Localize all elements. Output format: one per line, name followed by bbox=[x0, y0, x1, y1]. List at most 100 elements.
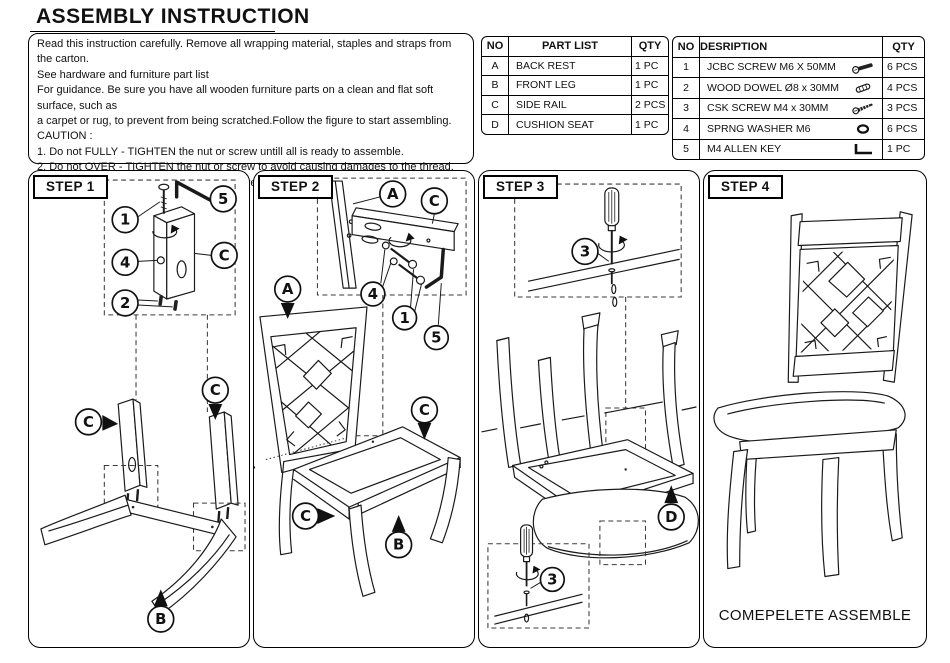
step2-panel: STEP 2 bbox=[253, 170, 475, 648]
washer-glyph bbox=[156, 256, 165, 265]
side-rail-inset bbox=[351, 207, 459, 252]
hardware-name: CSK SCREW M4 x 30MM bbox=[707, 102, 829, 115]
washer-icon bbox=[856, 124, 870, 134]
bolt-glyph bbox=[158, 183, 170, 214]
svg-text:2: 2 bbox=[120, 294, 130, 312]
cushion-seat bbox=[532, 488, 699, 559]
callout-rail-inset: C bbox=[420, 187, 449, 215]
hardware-header: NO DESRIPTION QTY bbox=[673, 37, 924, 57]
svg-text:C: C bbox=[419, 401, 430, 419]
dowel-glyphs bbox=[158, 295, 178, 311]
detail-inset-box bbox=[514, 183, 682, 298]
rail-inset-lines bbox=[527, 248, 680, 308]
callout-screw: 1 bbox=[111, 205, 139, 234]
instruction-box: Read this instruction carefully. Remove … bbox=[28, 33, 474, 189]
seat-frame-underside bbox=[512, 439, 694, 522]
rail-inset-lines-bottom bbox=[494, 593, 583, 625]
instruction-line: a carpet or rug, to prevent from being s… bbox=[37, 115, 452, 128]
col-no: NO bbox=[677, 40, 695, 53]
col-qty: QTY bbox=[631, 37, 668, 56]
table-row: 5 M4 ALLEN KEY 1 PC bbox=[673, 138, 924, 159]
callout-backrest-inset: A bbox=[379, 180, 407, 208]
detail-inset-box bbox=[316, 177, 467, 296]
callout-allen-key: 5 bbox=[423, 324, 450, 351]
step3-panel: STEP 3 3 bbox=[478, 170, 700, 648]
callout-cushion: D bbox=[657, 503, 685, 531]
callout-dowel: 2 bbox=[111, 289, 139, 317]
table-row: 3 CSK SCREW M4 x 30MM 3 PCS bbox=[673, 97, 924, 118]
instruction-line: See hardware and furniture part list bbox=[37, 68, 209, 81]
step4-label: STEP 4 bbox=[708, 175, 783, 199]
svg-text:B: B bbox=[155, 610, 166, 628]
caution-line: 1. Do not FULLY - TIGHTEN the nut or scr… bbox=[37, 145, 404, 158]
screwdriver-glyph-bottom bbox=[515, 524, 541, 607]
callout-backrest: A bbox=[273, 275, 302, 303]
svg-text:C: C bbox=[429, 192, 440, 210]
svg-text:5: 5 bbox=[218, 190, 228, 208]
step3-diagram: 3 bbox=[481, 183, 699, 629]
front-leg-part bbox=[40, 494, 237, 615]
side-rail-left bbox=[117, 398, 148, 506]
col-qty: QTY bbox=[882, 37, 924, 57]
svg-text:C: C bbox=[300, 507, 311, 525]
table-row: 1 JCBC SCREW M6 X 50MM 6 PCS bbox=[673, 56, 924, 77]
callout-washer: 4 bbox=[111, 248, 139, 277]
callout-rail-right: C bbox=[201, 376, 230, 404]
svg-text:B: B bbox=[393, 536, 404, 554]
screw-glyph bbox=[608, 268, 616, 285]
callout-washer: 4 bbox=[360, 281, 386, 307]
callout-rail-left: C bbox=[74, 408, 103, 436]
svg-text:D: D bbox=[665, 508, 677, 526]
table-row: A BACK REST 1 PC bbox=[482, 55, 668, 76]
svg-text:C: C bbox=[210, 381, 221, 399]
table-row: 2 WOOD DOWEL Ø8 x 30MM 4 PCS bbox=[673, 77, 924, 98]
step4-diagram bbox=[713, 211, 913, 578]
complete-chair bbox=[713, 211, 913, 578]
seat-frame bbox=[254, 426, 461, 520]
svg-text:A: A bbox=[387, 185, 399, 203]
rotation-arrow bbox=[152, 224, 180, 239]
instruction-line: Read this instruction carefully. Remove … bbox=[37, 38, 452, 66]
step1-label: STEP 1 bbox=[33, 175, 108, 199]
svg-text:5: 5 bbox=[431, 329, 441, 347]
detail-inset-box-bottom bbox=[487, 543, 590, 629]
part-list-table: NO PART LIST QTY A BACK REST 1 PC B FRON… bbox=[481, 36, 669, 135]
bolt-glyphs bbox=[381, 241, 426, 285]
callout-screw-top: 3 bbox=[571, 237, 599, 266]
callout-front-leg: B bbox=[147, 605, 175, 633]
svg-text:C: C bbox=[83, 413, 94, 431]
allen-key-icon bbox=[854, 144, 872, 155]
rotation-arrow bbox=[598, 235, 628, 253]
allen-key-glyph bbox=[424, 247, 446, 289]
dowel-icon bbox=[855, 83, 871, 93]
col-part-list: PART LIST bbox=[508, 37, 631, 56]
svg-text:A: A bbox=[282, 280, 294, 298]
callout-rail-right: C bbox=[410, 396, 439, 424]
hardware-name: JCBC SCREW M6 X 50MM bbox=[707, 61, 836, 74]
chair-legs-up bbox=[481, 312, 697, 471]
complete-assemble-label: COMEPELETE ASSEMBLE bbox=[718, 607, 912, 624]
screwdriver-glyph bbox=[604, 187, 620, 265]
callout-screw-bottom: 3 bbox=[539, 566, 566, 593]
svg-text:3: 3 bbox=[580, 242, 590, 260]
step2-label: STEP 2 bbox=[258, 175, 333, 199]
step3-label: STEP 3 bbox=[483, 175, 558, 199]
col-desription: DESRIPTION bbox=[699, 37, 882, 57]
hardware-list-table: NO DESRIPTION QTY 1 JCBC SCREW M6 X 50MM… bbox=[672, 36, 925, 160]
table-row: C SIDE RAIL 2 PCS bbox=[482, 94, 668, 115]
front-legs bbox=[348, 456, 461, 597]
table-row: D CUSHION SEAT 1 PC bbox=[482, 114, 668, 134]
callout-rail-left: C bbox=[291, 502, 320, 530]
table-row: 4 SPRNG WASHER M6 6 PCS bbox=[673, 118, 924, 139]
step1-panel: STEP 1 bbox=[28, 170, 250, 648]
back-leg-inset bbox=[328, 180, 357, 289]
svg-text:1: 1 bbox=[120, 211, 130, 229]
hardware-name: WOOD DOWEL Ø8 x 30MM bbox=[707, 81, 840, 94]
screw-icon bbox=[852, 103, 873, 115]
side-rail-block bbox=[153, 206, 196, 300]
bolt-icon bbox=[852, 63, 873, 75]
svg-text:4: 4 bbox=[368, 285, 378, 303]
callout-front-leg: B bbox=[384, 531, 413, 559]
callout-allen-key: 5 bbox=[209, 185, 237, 213]
